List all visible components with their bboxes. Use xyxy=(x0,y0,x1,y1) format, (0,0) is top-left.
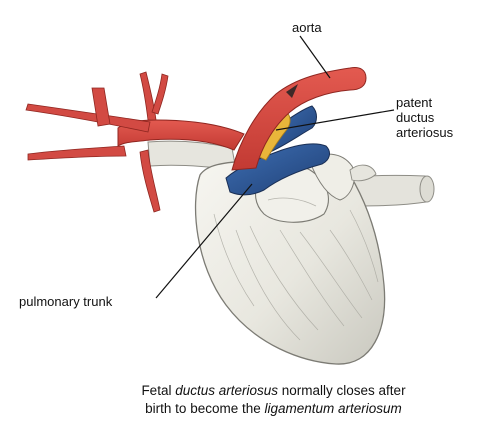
leader-line-pda xyxy=(275,109,395,131)
label-pda-line3: arteriosus xyxy=(396,125,454,140)
label-pulmonary-trunk: pulmonary trunk xyxy=(19,294,113,309)
caption-line1-italic: ductus arteriosus xyxy=(175,383,279,398)
label-patent-ductus-arteriosus: patent ductus arteriosus xyxy=(396,95,453,140)
label-aorta: aorta xyxy=(292,20,322,35)
caption: Fetal ductus arteriosus normally closes … xyxy=(0,382,479,418)
caption-line2-italic: ligamentum arteriosum xyxy=(264,401,402,416)
aorta-vessel xyxy=(25,67,367,213)
caption-line1-text: Fetal xyxy=(141,383,176,398)
right-grey-vessel xyxy=(339,174,435,207)
caption-line-1: Fetal ductus arteriosus normally closes … xyxy=(68,382,479,400)
label-pda-line1: patent xyxy=(396,95,433,110)
heart-body xyxy=(194,153,386,365)
leader-line-aorta xyxy=(299,35,331,79)
leader-lines xyxy=(155,35,395,299)
caption-line2-text: birth to become the xyxy=(145,401,265,416)
caption-line-2: birth to become the ligamentum arteriosu… xyxy=(68,400,479,418)
label-pda-line2: ductus xyxy=(396,110,435,125)
leader-line-pulmonary-trunk xyxy=(155,183,253,299)
caption-line1-text-end: normally closes after xyxy=(278,383,406,398)
